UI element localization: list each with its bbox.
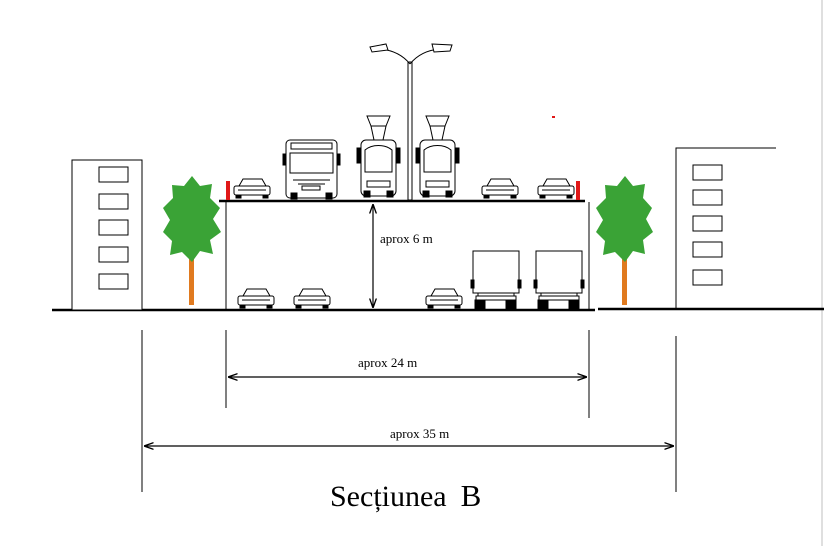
car-ground-2 (293, 288, 331, 309)
barrier-left (226, 181, 230, 200)
total-width-label: aprox 35 m (390, 426, 450, 441)
bus (282, 139, 341, 200)
building-right (675, 147, 776, 308)
car-deck-2 (481, 178, 519, 199)
tram-right (415, 115, 460, 198)
barrier-right (576, 181, 580, 200)
total-width-dimension (141, 330, 677, 492)
tree-right (596, 176, 653, 305)
section-title-text: Secțiunea (330, 480, 447, 513)
height-label: aprox 6 m (380, 231, 433, 246)
street-lamp (369, 43, 453, 201)
car-deck-3 (537, 178, 575, 199)
stray-mark (552, 116, 555, 118)
car-deck-1 (233, 178, 271, 199)
car-ground-1 (237, 288, 275, 309)
ground-line (52, 307, 824, 312)
tree-left (163, 176, 221, 305)
tram-left (356, 115, 401, 198)
car-ground-3 (425, 288, 463, 309)
section-title: Secțiunea B (330, 478, 481, 514)
truck-1 (470, 250, 522, 310)
building-left (71, 159, 143, 311)
deck-width-label: aprox 24 m (358, 355, 418, 370)
deck-width-dimension (225, 330, 590, 418)
section-title-letter: B (460, 478, 482, 513)
elevated-deck (219, 199, 590, 310)
truck-2 (533, 250, 585, 310)
